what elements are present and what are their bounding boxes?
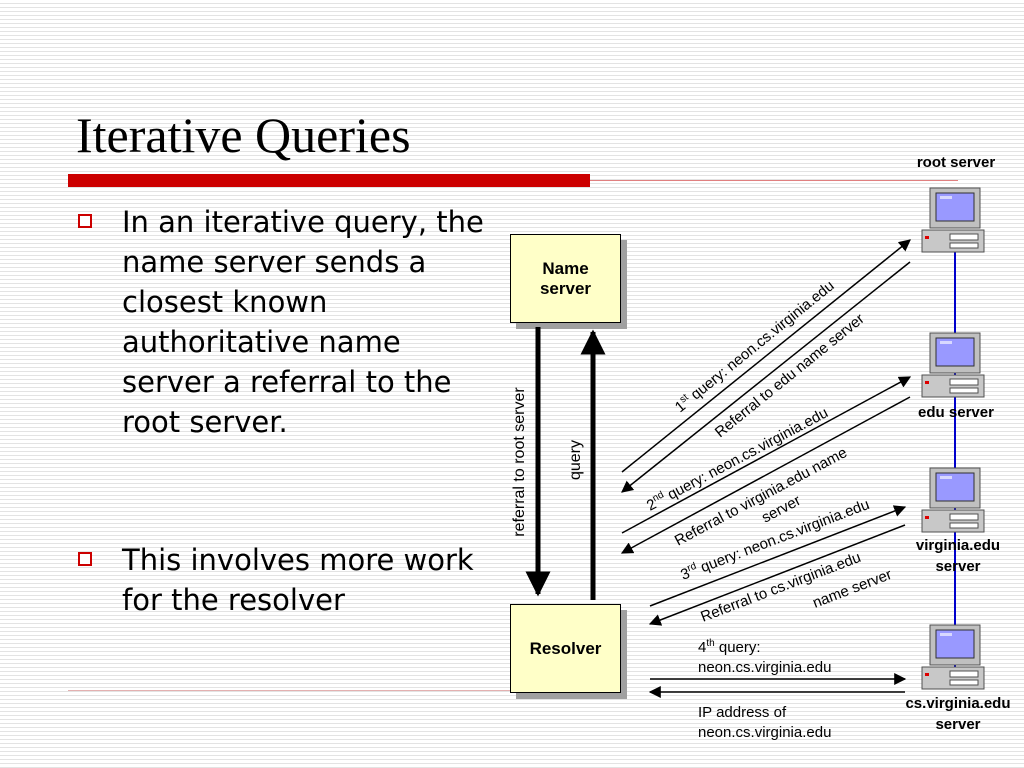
title-underline-bar xyxy=(68,174,590,187)
cs-server-label-line2: server xyxy=(935,716,980,733)
edu-server-computer-icon xyxy=(921,332,985,398)
footer-divider xyxy=(68,690,608,691)
referral-3-arrow xyxy=(648,524,906,626)
slide-title: Iterative Queries xyxy=(76,107,411,163)
query-4-label: 4th query: xyxy=(698,638,761,656)
referral-2-label-line1: Referral to virginia.edu name xyxy=(672,444,850,549)
query-2-arrow xyxy=(621,376,912,534)
resolver-box: Resolver xyxy=(510,604,621,693)
virginia-server-label-line2: server xyxy=(935,558,980,575)
square-bullet-icon xyxy=(78,214,92,228)
cs-server-computer-icon xyxy=(921,624,985,690)
bullet-item: In an iterative query, the name server s… xyxy=(78,202,498,442)
name-server-label-line1: Name xyxy=(542,258,589,278)
referral-to-root-label: referral to root server xyxy=(511,387,528,537)
resolver-label: Resolver xyxy=(529,638,602,658)
name-server-box: Name server xyxy=(510,234,621,323)
query-vertical-label: query xyxy=(567,440,584,480)
bullet-item: This involves more work for the resolver xyxy=(78,540,498,620)
virginia-server-computer-icon xyxy=(921,467,985,533)
name-server-label-line2: server xyxy=(539,278,592,298)
cs-server-label-line1: cs.virginia.edu xyxy=(905,695,1010,712)
ip-address-label-line1: IP address of xyxy=(698,704,787,721)
bullet-text: This involves more work for the resolver xyxy=(122,543,474,617)
query-1-arrow xyxy=(621,239,911,473)
query-3-arrow xyxy=(649,505,907,607)
query-4-label-line2: neon.cs.virginia.edu xyxy=(698,659,831,676)
root-server-label: root server xyxy=(917,154,996,171)
virginia-server-label-line1: virginia.edu xyxy=(916,537,1000,554)
root-server-computer-icon xyxy=(921,187,985,253)
edu-server-label: edu server xyxy=(918,404,994,421)
bullet-text: In an iterative query, the name server s… xyxy=(122,205,484,439)
referral-2-arrow xyxy=(620,396,911,554)
title-underline-thin xyxy=(590,180,958,181)
referral-1-arrow xyxy=(621,261,911,493)
ip-address-label-line2: neon.cs.virginia.edu xyxy=(698,724,831,741)
square-bullet-icon xyxy=(78,552,92,566)
